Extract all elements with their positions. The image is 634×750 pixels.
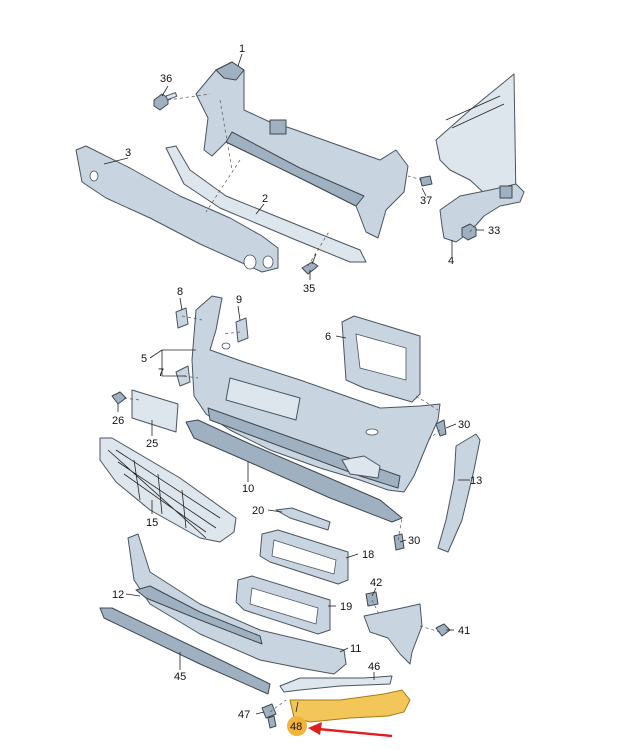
label-1: 1 (239, 43, 245, 55)
label-35: 35 (303, 283, 315, 295)
part-18-fog-grille (259, 529, 349, 585)
label-20: 20 (252, 505, 264, 517)
part-11-spoiler (127, 533, 347, 675)
assembly-lines (123, 93, 479, 713)
label-25: 25 (146, 438, 158, 450)
red-arrow-icon (308, 722, 393, 738)
part-13-wheel-arch-trim (437, 433, 481, 553)
label-30-lower: 30 (408, 535, 420, 547)
label-10: 10 (242, 483, 254, 495)
fender-reference (435, 73, 517, 205)
label-13: 13 (470, 475, 482, 487)
label-36: 36 (160, 73, 172, 85)
label-37: 37 (420, 195, 432, 207)
part-9-clip (235, 317, 249, 343)
part-air-duct (363, 603, 423, 665)
callout-labels: 1 36 3 2 37 33 4 35 8 9 6 5 7 26 30 25 1… (112, 43, 500, 721)
part-12-spoiler-trim (135, 585, 263, 645)
part-47-clip (261, 703, 277, 729)
label-41: 41 (458, 625, 470, 637)
label-4: 4 (448, 255, 454, 267)
label-5: 5 (141, 353, 147, 365)
label-12: 12 (112, 589, 124, 601)
part-8-clip (175, 307, 189, 329)
label-6: 6 (325, 331, 331, 343)
part-30-screw-upper (435, 419, 447, 437)
part-20-trim-strip (275, 507, 331, 531)
part-1-impact-beam (195, 61, 409, 239)
highlight-badge (287, 716, 307, 736)
label-2: 2 (262, 193, 268, 205)
part-15-lower-grille (99, 437, 237, 543)
part-35-screw (301, 253, 319, 275)
label-9: 9 (236, 294, 242, 306)
label-11: 11 (350, 643, 361, 655)
part-2-absorber-strip (165, 145, 367, 263)
part-25-license-plate-holder (131, 389, 179, 433)
label-47: 47 (238, 709, 250, 721)
part-48-trim-strip-highlighted (289, 689, 411, 723)
part-3-foam-absorber (75, 145, 279, 273)
part-10-bumper-cover (191, 295, 441, 493)
label-8: 8 (177, 286, 183, 298)
label-45: 45 (174, 671, 186, 683)
part-30-screw-lower (393, 533, 405, 551)
part-37-bolt (419, 175, 433, 187)
label-7: 7 (158, 367, 164, 379)
label-33: 33 (488, 225, 500, 237)
label-19: 19 (340, 601, 352, 613)
part-42-screw (365, 591, 379, 607)
highlight-48: 48 (287, 716, 393, 738)
label-26: 26 (112, 415, 124, 427)
label-3: 3 (125, 147, 131, 159)
part-10-lower-strip (185, 419, 403, 523)
label-18: 18 (362, 549, 374, 561)
part-26-clip (111, 391, 127, 405)
part-19-fog-frame (235, 575, 331, 635)
label-42: 42 (370, 577, 382, 589)
label-48: 48 (290, 721, 302, 733)
label-30-upper: 30 (458, 419, 470, 431)
label-46: 46 (368, 661, 380, 673)
part-33-nut (461, 223, 477, 241)
label-15: 15 (146, 517, 158, 529)
part-6-mount-frame (341, 315, 421, 403)
part-4-side-bracket (439, 183, 525, 243)
part-45-strip (99, 607, 271, 695)
part-36-bolt (153, 92, 178, 111)
callout-leaders (103, 53, 484, 715)
part-46-trim-strip (279, 675, 393, 693)
